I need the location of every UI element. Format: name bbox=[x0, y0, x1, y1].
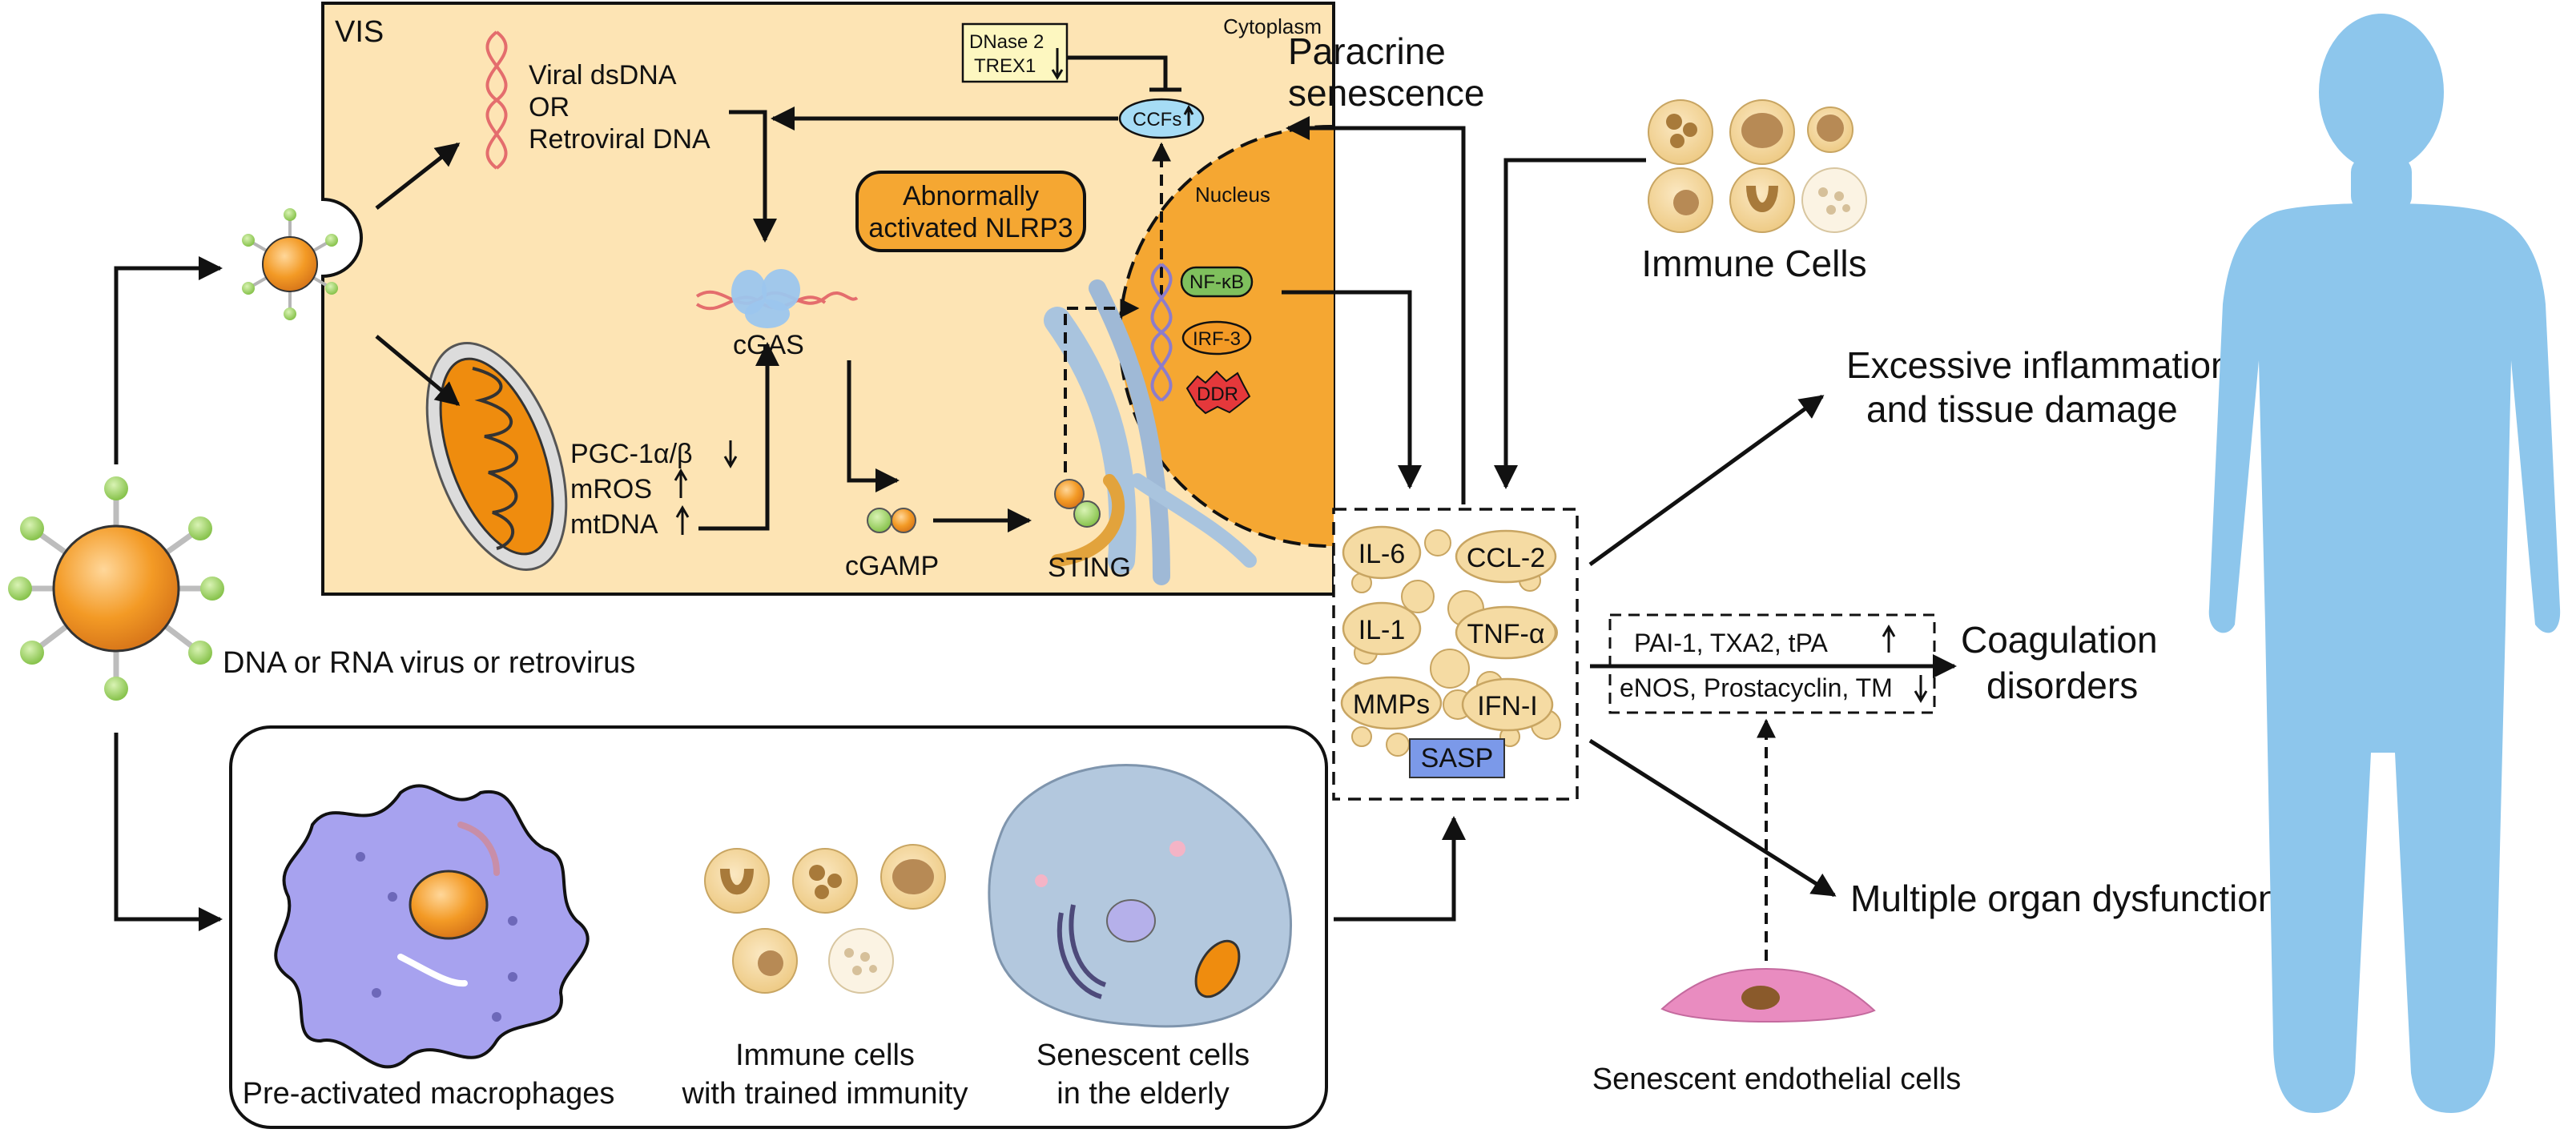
coag-outcome-line1: Coagulation bbox=[1961, 619, 2158, 661]
mitochondria-icon bbox=[425, 342, 568, 571]
arrow-viral-to-cgas bbox=[729, 110, 777, 243]
mros-label: mROS bbox=[570, 474, 652, 504]
endothelial-label: Senescent endothelial cells bbox=[1592, 1063, 1962, 1096]
coag-up-label: PAI-1, TXA2, tPA bbox=[1634, 629, 1829, 657]
senescent-cell-icon bbox=[988, 764, 1292, 1028]
arrow-sting-to-nucleus bbox=[1064, 299, 1140, 472]
trained-immune-cells-icon bbox=[704, 844, 946, 994]
viral-dsdna-label: Viral dsDNA bbox=[529, 60, 677, 90]
senescent-line2: in the elderly bbox=[1057, 1077, 1229, 1111]
virus-icon bbox=[8, 476, 224, 701]
increase-arrow-icon bbox=[1183, 104, 1194, 126]
endothelial-cell-icon bbox=[1660, 967, 1876, 1022]
arrow-virus-to-viral-dna bbox=[375, 143, 461, 210]
arrow-bottom-to-sasp bbox=[1334, 816, 1466, 922]
arrow-sasp-to-organ bbox=[1588, 738, 1837, 898]
arrow-virus-to-cell bbox=[114, 256, 223, 464]
nfkb-badge bbox=[1180, 266, 1254, 298]
mros-increase-icon bbox=[674, 468, 688, 498]
ddr-starburst-icon bbox=[1185, 370, 1251, 415]
arrow-mito-to-cgas bbox=[698, 342, 779, 531]
retroviral-dna-label: Retroviral DNA bbox=[529, 124, 710, 155]
sting-label: STING bbox=[1048, 552, 1131, 583]
pgc-decrease-icon bbox=[723, 440, 738, 468]
decrease-arrow-icon bbox=[1051, 48, 1064, 80]
ccfs-oval bbox=[1118, 98, 1205, 139]
senescent-line1: Senescent cells bbox=[1036, 1039, 1250, 1072]
cgamp-label: cGAMP bbox=[845, 551, 939, 581]
sasp-item-il1-label: IL-1 bbox=[1358, 615, 1406, 645]
organ-outcome-label: Multiple organ dysfunction bbox=[1850, 878, 2278, 919]
cgamp-icon bbox=[867, 508, 916, 533]
nuclear-dna-icon bbox=[1150, 263, 1173, 402]
paracrine-line2: senescence bbox=[1288, 72, 1485, 114]
immune-cells-top-label: Immune Cells bbox=[1641, 243, 1866, 284]
irf3-label: IRF-3 bbox=[1193, 328, 1241, 350]
ccfs-label: CCFs bbox=[1133, 109, 1181, 131]
sasp-item-tnfa-label: TNF-α bbox=[1467, 619, 1544, 649]
immune-cells-top-icon bbox=[1648, 99, 1867, 233]
mtdna-label: mtDNA bbox=[570, 509, 658, 540]
nlrp3-line1: Abnormally bbox=[903, 181, 1039, 211]
or-label: OR bbox=[529, 92, 570, 123]
vis-panel: VIS Cytoplasm Nucleus DNase 2 TREX1 CCFs… bbox=[321, 2, 1335, 596]
ddr-label: DDR bbox=[1197, 384, 1238, 405]
human-silhouette-icon bbox=[2208, 14, 2561, 1113]
pgc-label: PGC-1α/β bbox=[570, 439, 693, 469]
dnase-label: DNase 2 bbox=[969, 31, 1044, 53]
dna-helix-icon bbox=[485, 30, 508, 170]
coag-decrease-icon bbox=[1914, 675, 1928, 703]
cgas-icon bbox=[695, 269, 859, 328]
sasp-item-ccl2-label: CCL-2 bbox=[1467, 543, 1545, 573]
virus-label: DNA or RNA virus or retrovirus bbox=[223, 646, 635, 680]
macrophage-icon bbox=[274, 784, 590, 1069]
arrow-nucleus-to-sasp bbox=[1282, 290, 1422, 489]
sasp-item-tnfa bbox=[1455, 605, 1557, 660]
entering-virus-icon bbox=[242, 208, 338, 320]
dnase-trex1-box bbox=[961, 22, 1069, 83]
sting-icon bbox=[1051, 474, 1125, 567]
sasp-item-il1 bbox=[1342, 601, 1422, 656]
nlrp3-line2: activated NLRP3 bbox=[868, 213, 1073, 243]
cytoplasm-label: Cytoplasm bbox=[1223, 14, 1322, 38]
nlrp3-box bbox=[855, 171, 1086, 252]
arrow-virus-to-mitochondria bbox=[375, 335, 461, 406]
inflammation-line1: Excessive inflammation bbox=[1846, 344, 2232, 386]
coag-increase-icon bbox=[1882, 625, 1896, 653]
arrow-sasp-paracrine bbox=[1286, 116, 1466, 504]
nfkb-label: NF-κB bbox=[1189, 271, 1244, 293]
vis-title: VIS bbox=[335, 15, 384, 49]
sasp-item-il6-label: IL-6 bbox=[1358, 539, 1406, 569]
sasp-item-mmps bbox=[1340, 676, 1443, 730]
sasp-badge bbox=[1409, 738, 1505, 778]
arrow-cgas-to-cgamp bbox=[847, 360, 900, 492]
trained-line2: with trained immunity bbox=[682, 1077, 968, 1111]
inhibition-line bbox=[1067, 55, 1168, 90]
arrow-sasp-to-inflammation bbox=[1588, 394, 1825, 567]
irf3-badge bbox=[1181, 320, 1252, 356]
sasp-item-ifni bbox=[1461, 677, 1554, 732]
nucleus-label: Nucleus bbox=[1195, 183, 1270, 207]
arrow-immune-to-sasp bbox=[1494, 158, 1646, 489]
mtdna-increase-icon bbox=[675, 505, 690, 535]
coag-outcome-line2: disorders bbox=[1986, 665, 2138, 706]
trained-line1: Immune cells bbox=[735, 1039, 915, 1072]
macrophage-label: Pre-activated macrophages bbox=[243, 1077, 615, 1111]
sasp-items: IL-6 CCL-2 IL-1 TNF-α MMPs IFN-I bbox=[1340, 525, 1557, 732]
coag-down-label: eNOS, Prostacyclin, TM bbox=[1620, 673, 1893, 702]
coag-factors-box bbox=[1608, 613, 1936, 714]
sasp-badge-label: SASP bbox=[1421, 743, 1494, 773]
trex1-label: TREX1 bbox=[974, 55, 1036, 77]
sasp-item-mmps-label: MMPs bbox=[1353, 689, 1430, 720]
inflammation-line2: and tissue damage bbox=[1866, 388, 2178, 430]
paracrine-line1: Paracrine bbox=[1288, 30, 1446, 72]
sasp-item-il6 bbox=[1342, 525, 1422, 580]
arrow-virus-to-bottom-panel bbox=[114, 733, 223, 931]
sasp-item-ifni-label: IFN-I bbox=[1477, 691, 1538, 721]
sasp-item-ccl2 bbox=[1455, 529, 1557, 584]
